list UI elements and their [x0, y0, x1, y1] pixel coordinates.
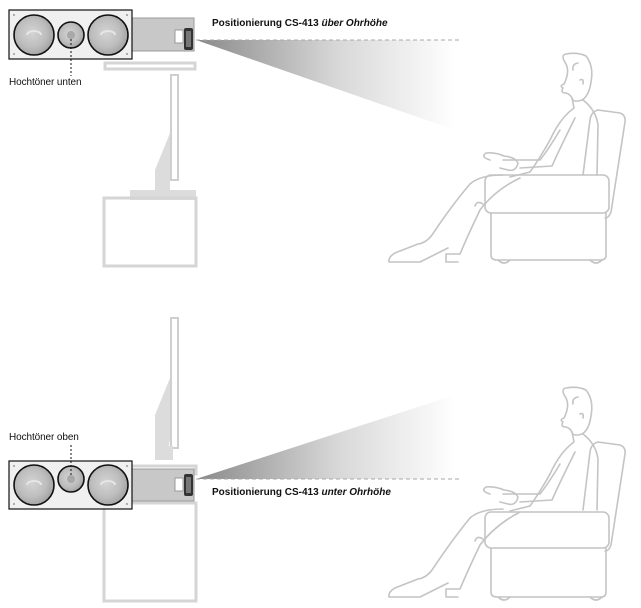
- chair-armrest: [484, 174, 610, 214]
- sound-beam-top: [196, 40, 455, 130]
- speaker-front-bottom: [8, 460, 133, 510]
- woofer-left: [13, 14, 55, 56]
- bottom-scene: [8, 317, 626, 603]
- chair-armrest: [484, 511, 610, 549]
- caption-top-emphasis: über Ohrhöhe: [321, 18, 388, 29]
- tv-stand-bottom: [102, 317, 198, 603]
- woofer-right: [87, 464, 129, 506]
- tweeter-label-top: Hochtöner unten: [9, 77, 82, 88]
- caption-top-main: Positionierung CS-413: [212, 18, 322, 29]
- woofer-right: [87, 14, 129, 56]
- caption-bottom: Positionierung CS-413 unter Ohrhöhe: [212, 487, 391, 498]
- seated-listener-bottom: [388, 386, 626, 601]
- seated-listener-top: [388, 52, 626, 264]
- caption-bottom-emphasis: unter Ohrhöhe: [321, 487, 391, 498]
- chair-back: [597, 109, 626, 219]
- sound-beam-bottom: [196, 395, 455, 479]
- tv-stand-top: [102, 74, 198, 268]
- wall-shelf-top: [103, 61, 197, 71]
- head: [560, 52, 593, 102]
- top-scene: [8, 9, 626, 268]
- head: [560, 386, 593, 436]
- caption-bottom-main: Positionierung CS-413: [212, 487, 322, 498]
- tweeter-label-bottom: Hochtöner oben: [9, 432, 79, 443]
- caption-top: Positionierung CS-413 über Ohrhöhe: [212, 18, 388, 29]
- chair-back: [597, 441, 626, 552]
- speaker-bracket-bottom: [131, 468, 195, 502]
- speaker-bracket-top: [131, 17, 195, 52]
- woofer-left: [13, 464, 55, 506]
